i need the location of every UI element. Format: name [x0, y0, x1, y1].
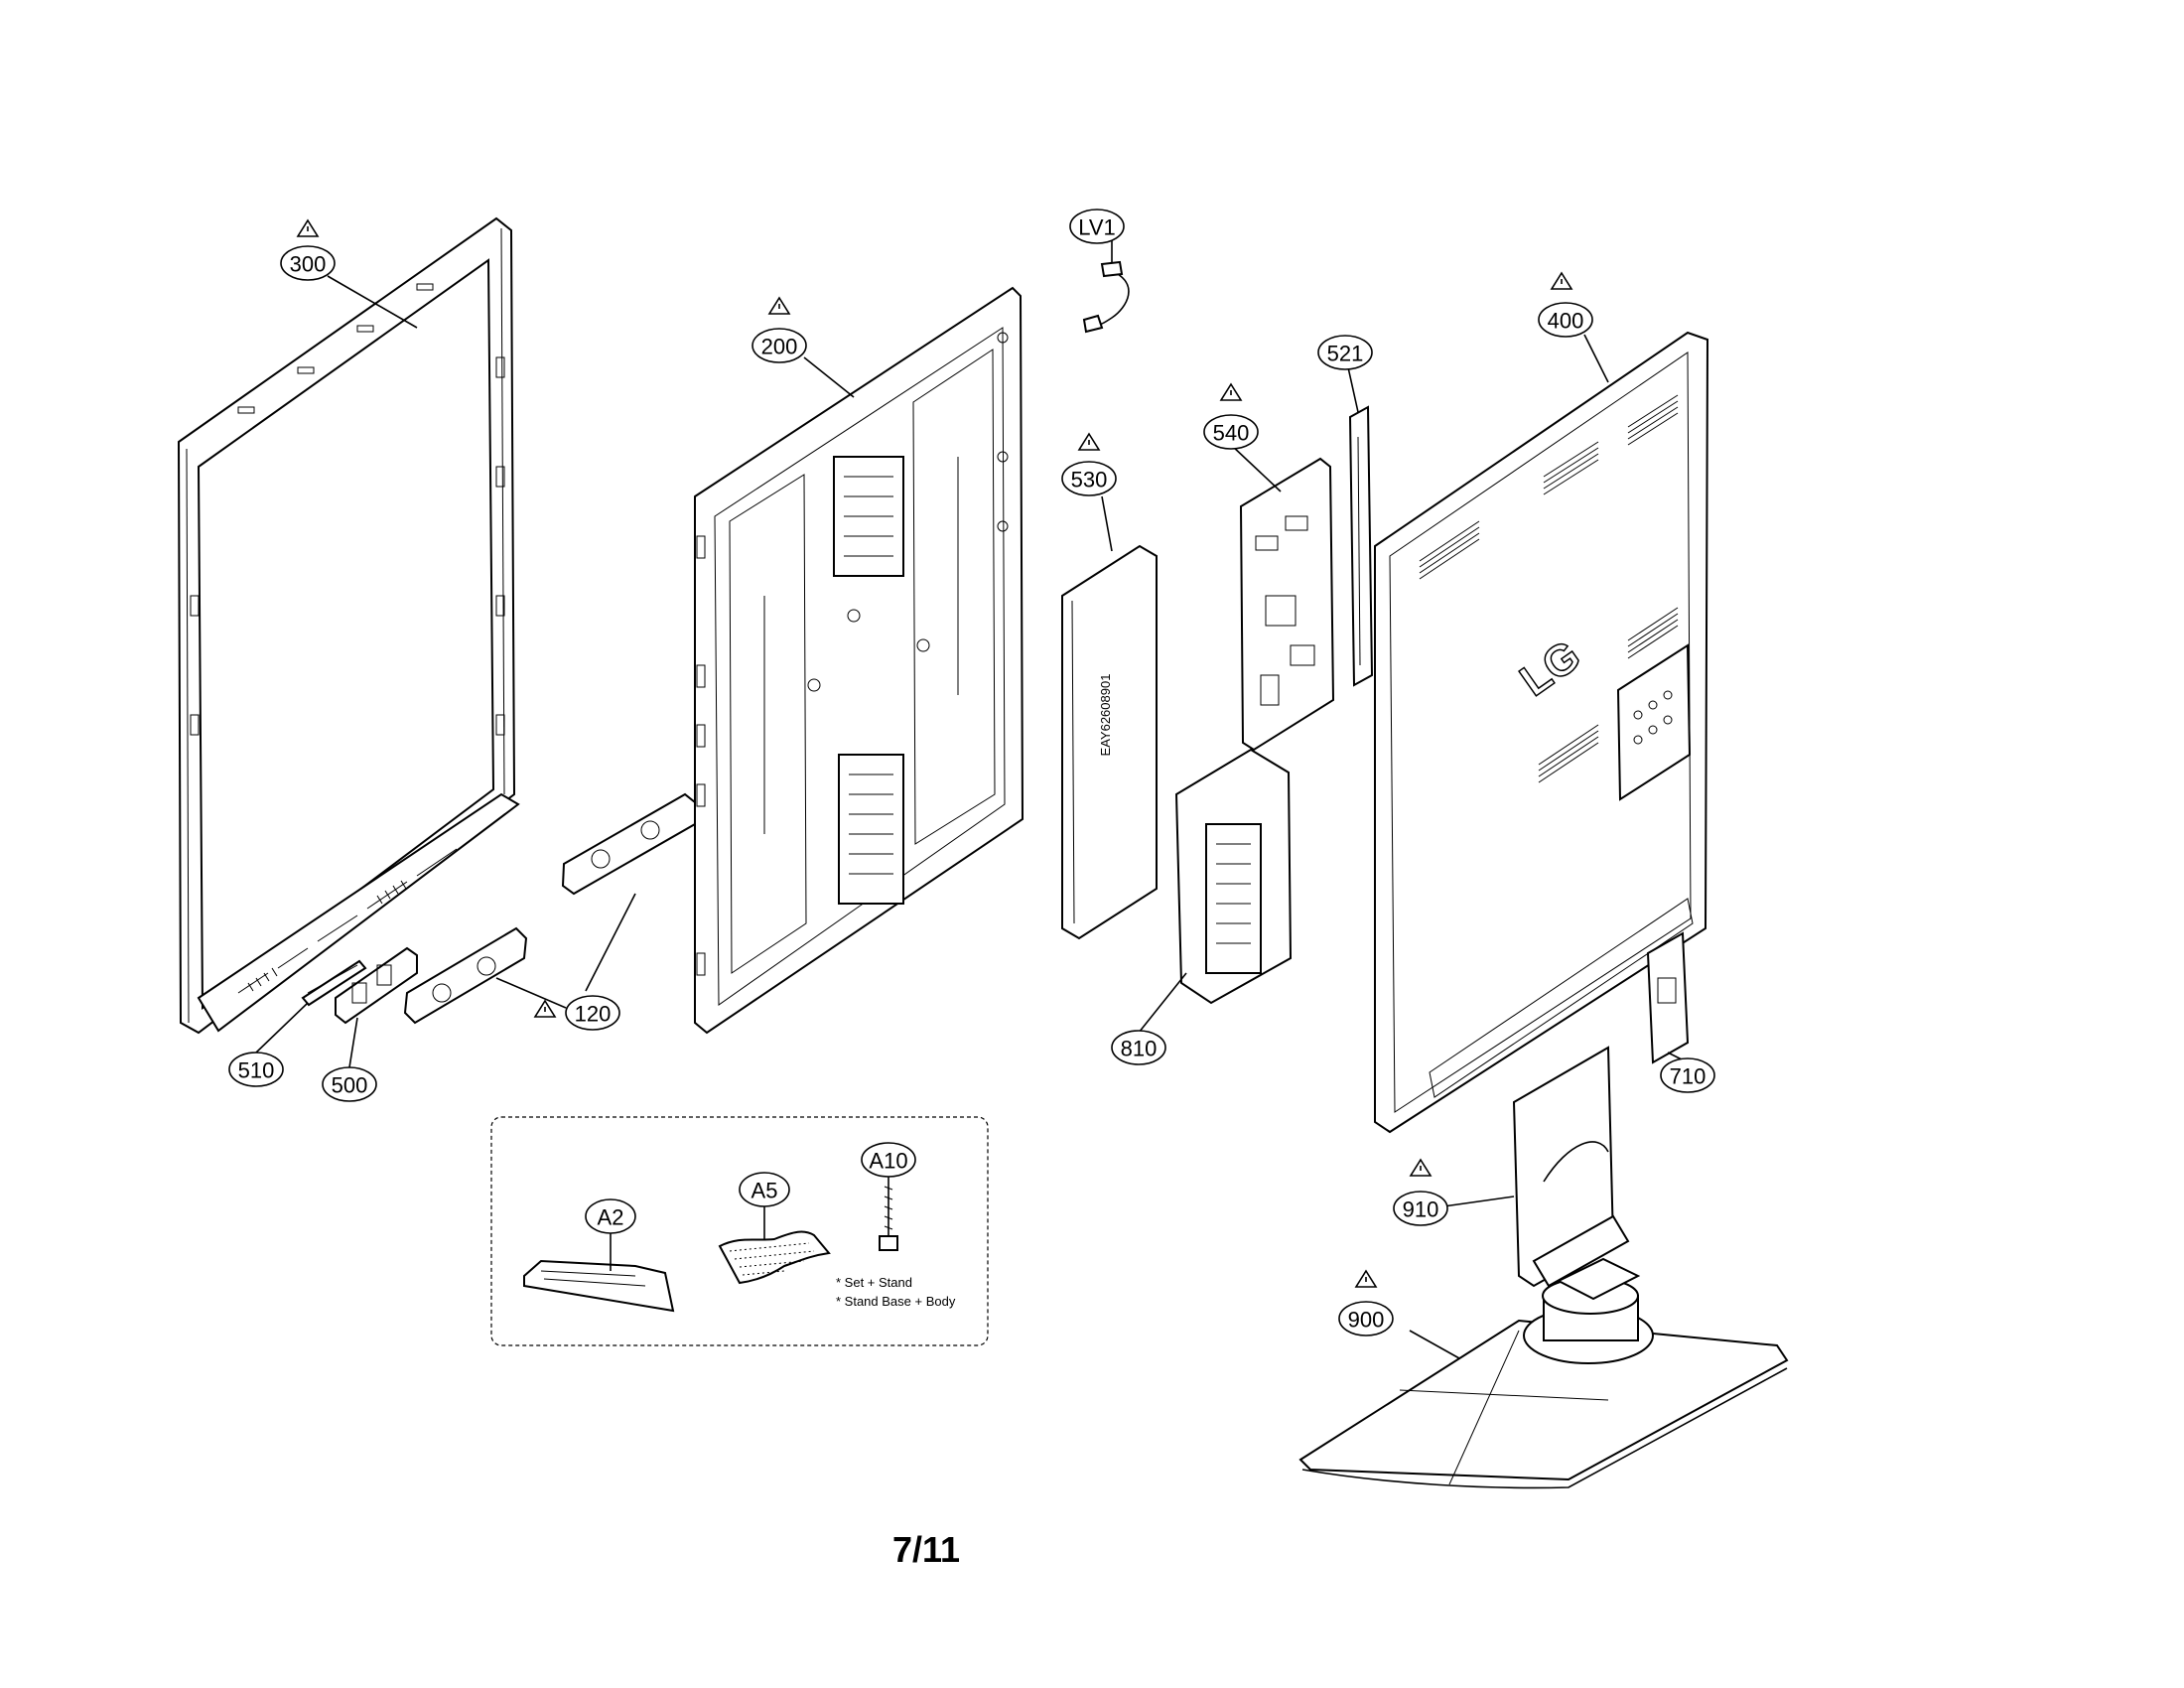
warning-icon	[1550, 271, 1573, 290]
board-521	[1348, 405, 1374, 687]
part-510	[301, 959, 367, 1007]
svg-text:LV1: LV1	[1078, 215, 1116, 240]
svg-text:200: 200	[761, 335, 798, 359]
callout-a2: A2	[585, 1198, 636, 1234]
callout-900: 900	[1338, 1301, 1394, 1336]
callout-lv1: LV1	[1069, 209, 1125, 244]
warning-icon	[767, 296, 791, 315]
svg-text:810: 810	[1121, 1037, 1158, 1061]
accessory-box: * Set + Stand * Stand Base + Body	[490, 1116, 989, 1346]
stand-neck-910	[1512, 1046, 1630, 1288]
board-marking: EAY62608901	[1098, 674, 1113, 757]
callout-540: 540	[1203, 414, 1259, 450]
power-board-530: EAY62608901	[1061, 544, 1158, 940]
warning-icon	[1354, 1269, 1378, 1288]
part-a2	[523, 1259, 675, 1313]
stand-base-900	[1298, 1257, 1789, 1489]
svg-text:120: 120	[575, 1002, 612, 1027]
back-cover-400: LG	[1374, 331, 1709, 1134]
callout-400: 400	[1538, 302, 1593, 338]
svg-text:910: 910	[1403, 1197, 1439, 1222]
warning-icon	[1219, 382, 1243, 401]
callout-710: 710	[1660, 1057, 1715, 1093]
part-710	[1646, 931, 1690, 1064]
part-500	[335, 946, 418, 1025]
svg-text:710: 710	[1670, 1064, 1706, 1089]
warning-icons	[296, 218, 1573, 1288]
rear-frame-200	[694, 286, 1024, 1035]
callout-a10: A10	[861, 1142, 916, 1178]
svg-text:A10: A10	[869, 1149, 907, 1174]
part-a10-screw	[879, 1182, 898, 1251]
callout-810: 810	[1111, 1030, 1166, 1065]
main-board-540	[1239, 457, 1335, 752]
svg-text:530: 530	[1071, 468, 1108, 492]
warning-icon	[533, 999, 557, 1018]
part-a5	[718, 1230, 831, 1285]
cable-lv1	[1082, 260, 1130, 334]
warning-icon	[1409, 1158, 1433, 1177]
callout-500: 500	[322, 1066, 377, 1102]
callout-521: 521	[1317, 335, 1373, 370]
callout-120: 120	[565, 995, 620, 1031]
bracket-810	[1174, 748, 1293, 1005]
svg-text:A5: A5	[751, 1179, 778, 1203]
note-set-stand: * Set + Stand	[836, 1275, 912, 1290]
svg-text:521: 521	[1327, 342, 1364, 366]
svg-text:A2: A2	[598, 1205, 624, 1230]
page-number: 7/11	[892, 1529, 960, 1570]
svg-text:540: 540	[1213, 421, 1250, 446]
svg-text:400: 400	[1548, 309, 1584, 334]
callout-200: 200	[751, 328, 807, 363]
callout-a5: A5	[739, 1172, 790, 1207]
leader-lines	[255, 238, 1689, 1359]
callout-910: 910	[1393, 1191, 1448, 1226]
warning-icon	[296, 218, 320, 237]
callout-530: 530	[1061, 461, 1117, 496]
svg-text:300: 300	[290, 252, 327, 277]
callout-510: 510	[228, 1052, 284, 1087]
note-stand-base-body: * Stand Base + Body	[836, 1294, 956, 1309]
svg-text:500: 500	[332, 1073, 368, 1098]
svg-text:510: 510	[238, 1058, 275, 1083]
callout-300: 300	[280, 245, 336, 281]
front-bezel-300	[177, 216, 520, 1035]
callouts: 300 200 LV1 530 540 521 400 120 510 500 …	[228, 209, 1715, 1336]
svg-text:900: 900	[1348, 1308, 1385, 1333]
warning-icon	[1077, 432, 1101, 451]
